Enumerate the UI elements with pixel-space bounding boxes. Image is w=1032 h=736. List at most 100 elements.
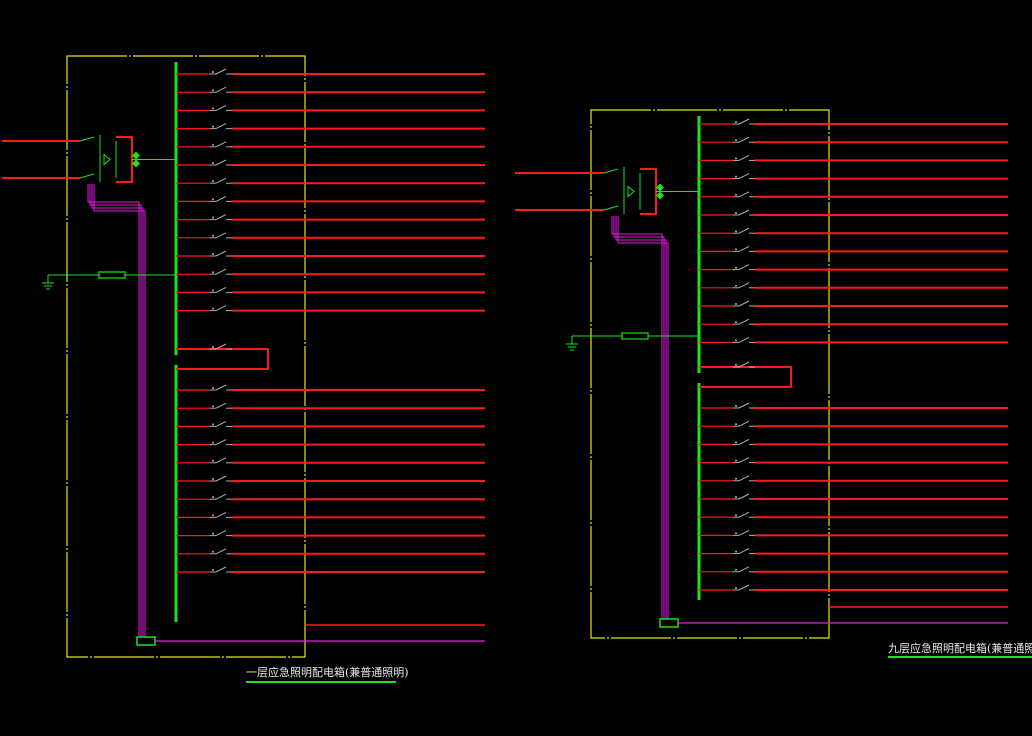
outgoing-circuit bbox=[699, 402, 1008, 409]
outgoing-circuit bbox=[699, 136, 1008, 144]
breaker-icon bbox=[733, 209, 755, 216]
breaker-icon bbox=[733, 264, 755, 271]
outgoing-circuit bbox=[176, 250, 485, 257]
outgoing-circuit bbox=[176, 530, 485, 537]
breaker-icon bbox=[210, 475, 232, 482]
caption-underline-ninth-floor bbox=[888, 656, 1032, 658]
breaker-icon bbox=[733, 318, 755, 325]
caption-underline-first-floor bbox=[246, 681, 396, 683]
breaker-icon bbox=[210, 214, 232, 221]
breaker-icon bbox=[733, 336, 755, 343]
breaker-icon bbox=[733, 154, 755, 161]
transfer-switch-icon bbox=[79, 135, 117, 182]
outgoing-circuit bbox=[699, 511, 1008, 519]
terminal-block-icon bbox=[136, 636, 156, 646]
outgoing-circuit bbox=[176, 286, 485, 294]
outgoing-circuit bbox=[176, 232, 485, 239]
outgoing-circuit bbox=[176, 268, 485, 276]
breaker-icon bbox=[733, 245, 755, 252]
outgoing-circuit bbox=[176, 548, 485, 555]
breaker-icon bbox=[210, 548, 232, 555]
outgoing-circuit bbox=[699, 475, 1008, 482]
breaker-icon bbox=[210, 177, 232, 184]
outgoing-circuit bbox=[699, 566, 1008, 573]
breaker-icon bbox=[210, 343, 232, 350]
control-wiring bbox=[87, 184, 146, 637]
breaker-icon bbox=[733, 457, 755, 464]
outgoing-circuit bbox=[176, 439, 485, 446]
outgoing-circuit bbox=[176, 177, 485, 185]
breaker-icon bbox=[733, 493, 755, 500]
breaker-icon bbox=[210, 402, 232, 409]
outgoing-circuit bbox=[176, 493, 485, 501]
ground-icon bbox=[42, 275, 54, 290]
outgoing-circuit bbox=[176, 511, 485, 519]
breaker-icon bbox=[733, 475, 755, 482]
outgoing-circuit bbox=[699, 227, 1008, 235]
outgoing-circuit bbox=[699, 438, 1008, 446]
fuse-icon bbox=[656, 183, 664, 200]
outgoing-circuit bbox=[699, 209, 1008, 216]
breaker-icon bbox=[210, 566, 232, 573]
outgoing-circuit bbox=[176, 195, 485, 203]
breaker-icon bbox=[210, 195, 232, 202]
outgoing-circuit bbox=[176, 159, 485, 166]
outgoing-circuit bbox=[176, 305, 485, 312]
enclosure-frame bbox=[590, 109, 830, 639]
surge-protector-icon bbox=[98, 271, 126, 279]
outgoing-circuit bbox=[176, 384, 485, 391]
breaker-icon bbox=[733, 191, 755, 198]
panel-caption-first-floor: 一层应急照明配电箱(兼普通照明) bbox=[246, 666, 409, 679]
terminal-block-icon bbox=[659, 618, 679, 628]
breaker-icon bbox=[210, 286, 232, 293]
outgoing-circuit bbox=[699, 118, 1008, 125]
breaker-icon bbox=[210, 232, 232, 239]
outgoing-circuit bbox=[176, 566, 485, 573]
breaker-icon bbox=[210, 86, 232, 93]
ats-output-loop bbox=[640, 168, 657, 215]
outgoing-circuit bbox=[176, 123, 485, 130]
outgoing-circuit bbox=[699, 300, 1008, 307]
breaker-icon bbox=[733, 118, 755, 125]
surge-protector-icon bbox=[621, 332, 649, 340]
outgoing-circuit bbox=[176, 68, 485, 75]
transfer-switch-icon bbox=[603, 167, 641, 214]
breaker-icon bbox=[733, 227, 755, 234]
outgoing-circuit bbox=[699, 529, 1008, 537]
outgoing-circuit bbox=[176, 86, 485, 94]
panel-ninth-floor bbox=[515, 109, 1008, 639]
breaker-icon bbox=[210, 104, 232, 111]
outgoing-circuit bbox=[699, 191, 1008, 198]
outgoing-circuit bbox=[699, 336, 1008, 344]
outgoing-circuit bbox=[176, 457, 485, 464]
breaker-icon bbox=[733, 361, 755, 368]
breaker-icon bbox=[210, 530, 232, 537]
breaker-icon bbox=[210, 68, 232, 75]
outgoing-circuit bbox=[176, 214, 485, 221]
outgoing-circuit bbox=[699, 282, 1008, 289]
breaker-icon bbox=[210, 123, 232, 130]
outgoing-circuit bbox=[699, 245, 1008, 253]
outgoing-circuit bbox=[176, 141, 485, 148]
outgoing-circuit bbox=[699, 173, 1008, 180]
breaker-icon bbox=[733, 511, 755, 518]
busbar-tie-loop bbox=[176, 348, 269, 370]
breaker-icon bbox=[210, 439, 232, 446]
outgoing-circuit bbox=[699, 548, 1008, 555]
panel-first-floor bbox=[2, 55, 485, 658]
breaker-icon bbox=[733, 584, 755, 591]
fuse-icon bbox=[132, 151, 140, 168]
breaker-icon bbox=[733, 173, 755, 180]
ground-icon bbox=[566, 336, 578, 351]
outgoing-circuit bbox=[699, 154, 1008, 162]
breaker-icon bbox=[210, 420, 232, 427]
control-wiring bbox=[611, 216, 669, 619]
breaker-icon bbox=[733, 529, 755, 536]
breaker-icon bbox=[210, 250, 232, 257]
outgoing-circuit bbox=[699, 493, 1008, 500]
breaker-icon bbox=[210, 493, 232, 500]
outgoing-circuit bbox=[176, 104, 485, 112]
breaker-icon bbox=[210, 141, 232, 148]
outgoing-circuit bbox=[699, 318, 1008, 326]
